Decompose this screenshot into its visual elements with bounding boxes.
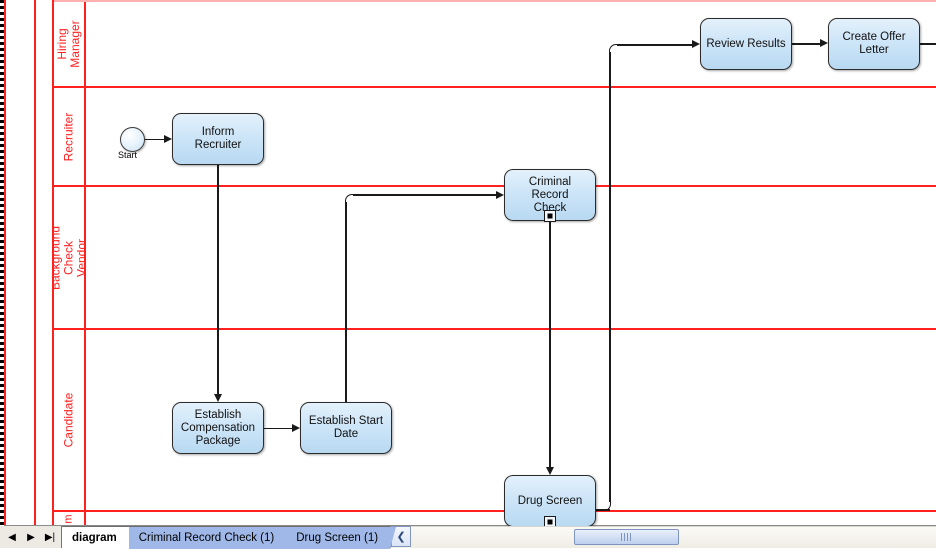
lane-label-hiring-manager: Hiring Manager: [55, 20, 82, 68]
bottom-tab-bar: ◀ ▶ ▶| diagram Criminal Record Check (1)…: [0, 525, 936, 549]
horizontal-scroll-area: ❮: [390, 526, 936, 548]
flow-drugscreen-to-review-horizontal: [617, 44, 692, 46]
diagram-canvas[interactable]: [HR] Hiring - Onboarding Hiring Manager …: [0, 0, 936, 526]
flow-arrowhead: [496, 190, 504, 199]
task-criminal-record-check[interactable]: Criminal Record Check: [504, 169, 596, 222]
flow-offer-to-offcanvas: [920, 43, 936, 45]
lane-label-column: Recruiter: [54, 88, 86, 185]
flow-corner: [345, 194, 355, 204]
flow-startdate-to-crc-vertical: [345, 202, 347, 402]
horizontal-scrollbar-track[interactable]: [411, 526, 936, 548]
task-label: Establish Compensation Package: [180, 408, 256, 447]
lane-recruiter[interactable]: Recruiter: [54, 86, 936, 185]
lane-label-recruiter: Recruiter: [61, 112, 76, 161]
task-review-results[interactable]: Review Results: [700, 18, 792, 70]
start-event-label: Start: [118, 150, 138, 160]
lane-candidate[interactable]: Candidate: [54, 328, 936, 510]
flow-arrowhead: [164, 134, 172, 143]
flow-arrowhead: [545, 467, 554, 475]
horizontal-scrollbar-thumb[interactable]: [573, 529, 679, 545]
flow-arrowhead: [292, 423, 300, 432]
tab-criminal-record-check[interactable]: Criminal Record Check (1): [128, 526, 293, 549]
flow-arrowhead: [692, 40, 700, 48]
pool-title-column: [HR] Hiring - Onboarding: [12, 0, 36, 526]
flow-startdate-to-crc-horizontal: [353, 194, 496, 196]
task-create-offer-letter[interactable]: Create Offer Letter: [828, 18, 920, 70]
lane-label-background-check-vendor: Background Check Vendor: [54, 225, 86, 290]
flow-start-to-inform: [143, 138, 164, 141]
tab-label: Criminal Record Check (1): [138, 532, 275, 544]
lane-label-partial: m: [62, 514, 75, 524]
flow-review-to-offer: [792, 43, 820, 45]
page-edge-marker: [0, 0, 4, 526]
task-label: Drug Screen: [517, 494, 583, 507]
lane-label-column: Background Check Vendor: [54, 187, 86, 328]
task-label: Review Results: [706, 37, 786, 50]
start-event[interactable]: [120, 127, 145, 152]
flow-inform-to-comp: [217, 165, 219, 394]
subprocess-expand-icon[interactable]: [544, 516, 556, 526]
lane-stack: Hiring Manager Recruiter Background Chec…: [54, 0, 936, 526]
tab-diagram[interactable]: diagram: [62, 526, 135, 549]
lane-label-candidate: Candidate: [61, 392, 76, 448]
task-label: Inform Recruiter: [194, 126, 242, 151]
flow-arrowhead: [820, 39, 828, 48]
tab-label: Drug Screen (1): [296, 532, 379, 544]
task-label: Criminal Record Check: [528, 175, 572, 214]
tab-nav-prev-icon[interactable]: ◀: [8, 531, 16, 543]
pool-title: [HR] Hiring - Onboarding: [10, 493, 34, 526]
scrollbar-grip-icon: [621, 533, 632, 541]
flow-corner: [602, 501, 611, 511]
lane-label-column: Hiring Manager: [54, 2, 86, 86]
lane-background-check-vendor[interactable]: Background Check Vendor: [54, 185, 936, 328]
sheet-tabs: diagram Criminal Record Check (1) Drug S…: [61, 526, 396, 549]
flow-comp-to-start-date: [264, 427, 292, 430]
subprocess-expand-icon[interactable]: [544, 210, 556, 222]
task-label: Create Offer Letter: [842, 31, 906, 56]
pool-divider-column: [38, 0, 54, 526]
tab-navigation-buttons: ◀ ▶ ▶|: [0, 526, 61, 548]
task-label: Establish Start Date: [308, 415, 384, 440]
tab-drug-screen[interactable]: Drug Screen (1): [286, 526, 396, 549]
lane-hiring-manager[interactable]: Hiring Manager: [54, 0, 936, 86]
task-establish-start-date[interactable]: Establish Start Date: [300, 402, 392, 454]
lane-label-column: m: [54, 512, 86, 526]
flow-crc-to-drugscreen: [549, 221, 551, 467]
flow-arrowhead: [213, 394, 222, 402]
tab-nav-last-icon[interactable]: ▶|: [44, 531, 56, 543]
pool-frame[interactable]: [HR] Hiring - Onboarding Hiring Manager …: [4, 0, 936, 526]
lane-label-column: Candidate: [54, 330, 86, 510]
tab-nav-next-icon[interactable]: ▶: [27, 531, 35, 543]
task-inform-recruiter[interactable]: Inform Recruiter: [172, 113, 264, 165]
flow-corner: [609, 44, 619, 53]
task-drug-screen[interactable]: Drug Screen: [504, 475, 596, 526]
lane-partial-bottom[interactable]: m: [54, 510, 936, 526]
flow-drugscreen-to-review-vertical: [609, 51, 611, 502]
tab-label: diagram: [72, 532, 117, 544]
task-establish-compensation-package[interactable]: Establish Compensation Package: [172, 402, 264, 454]
